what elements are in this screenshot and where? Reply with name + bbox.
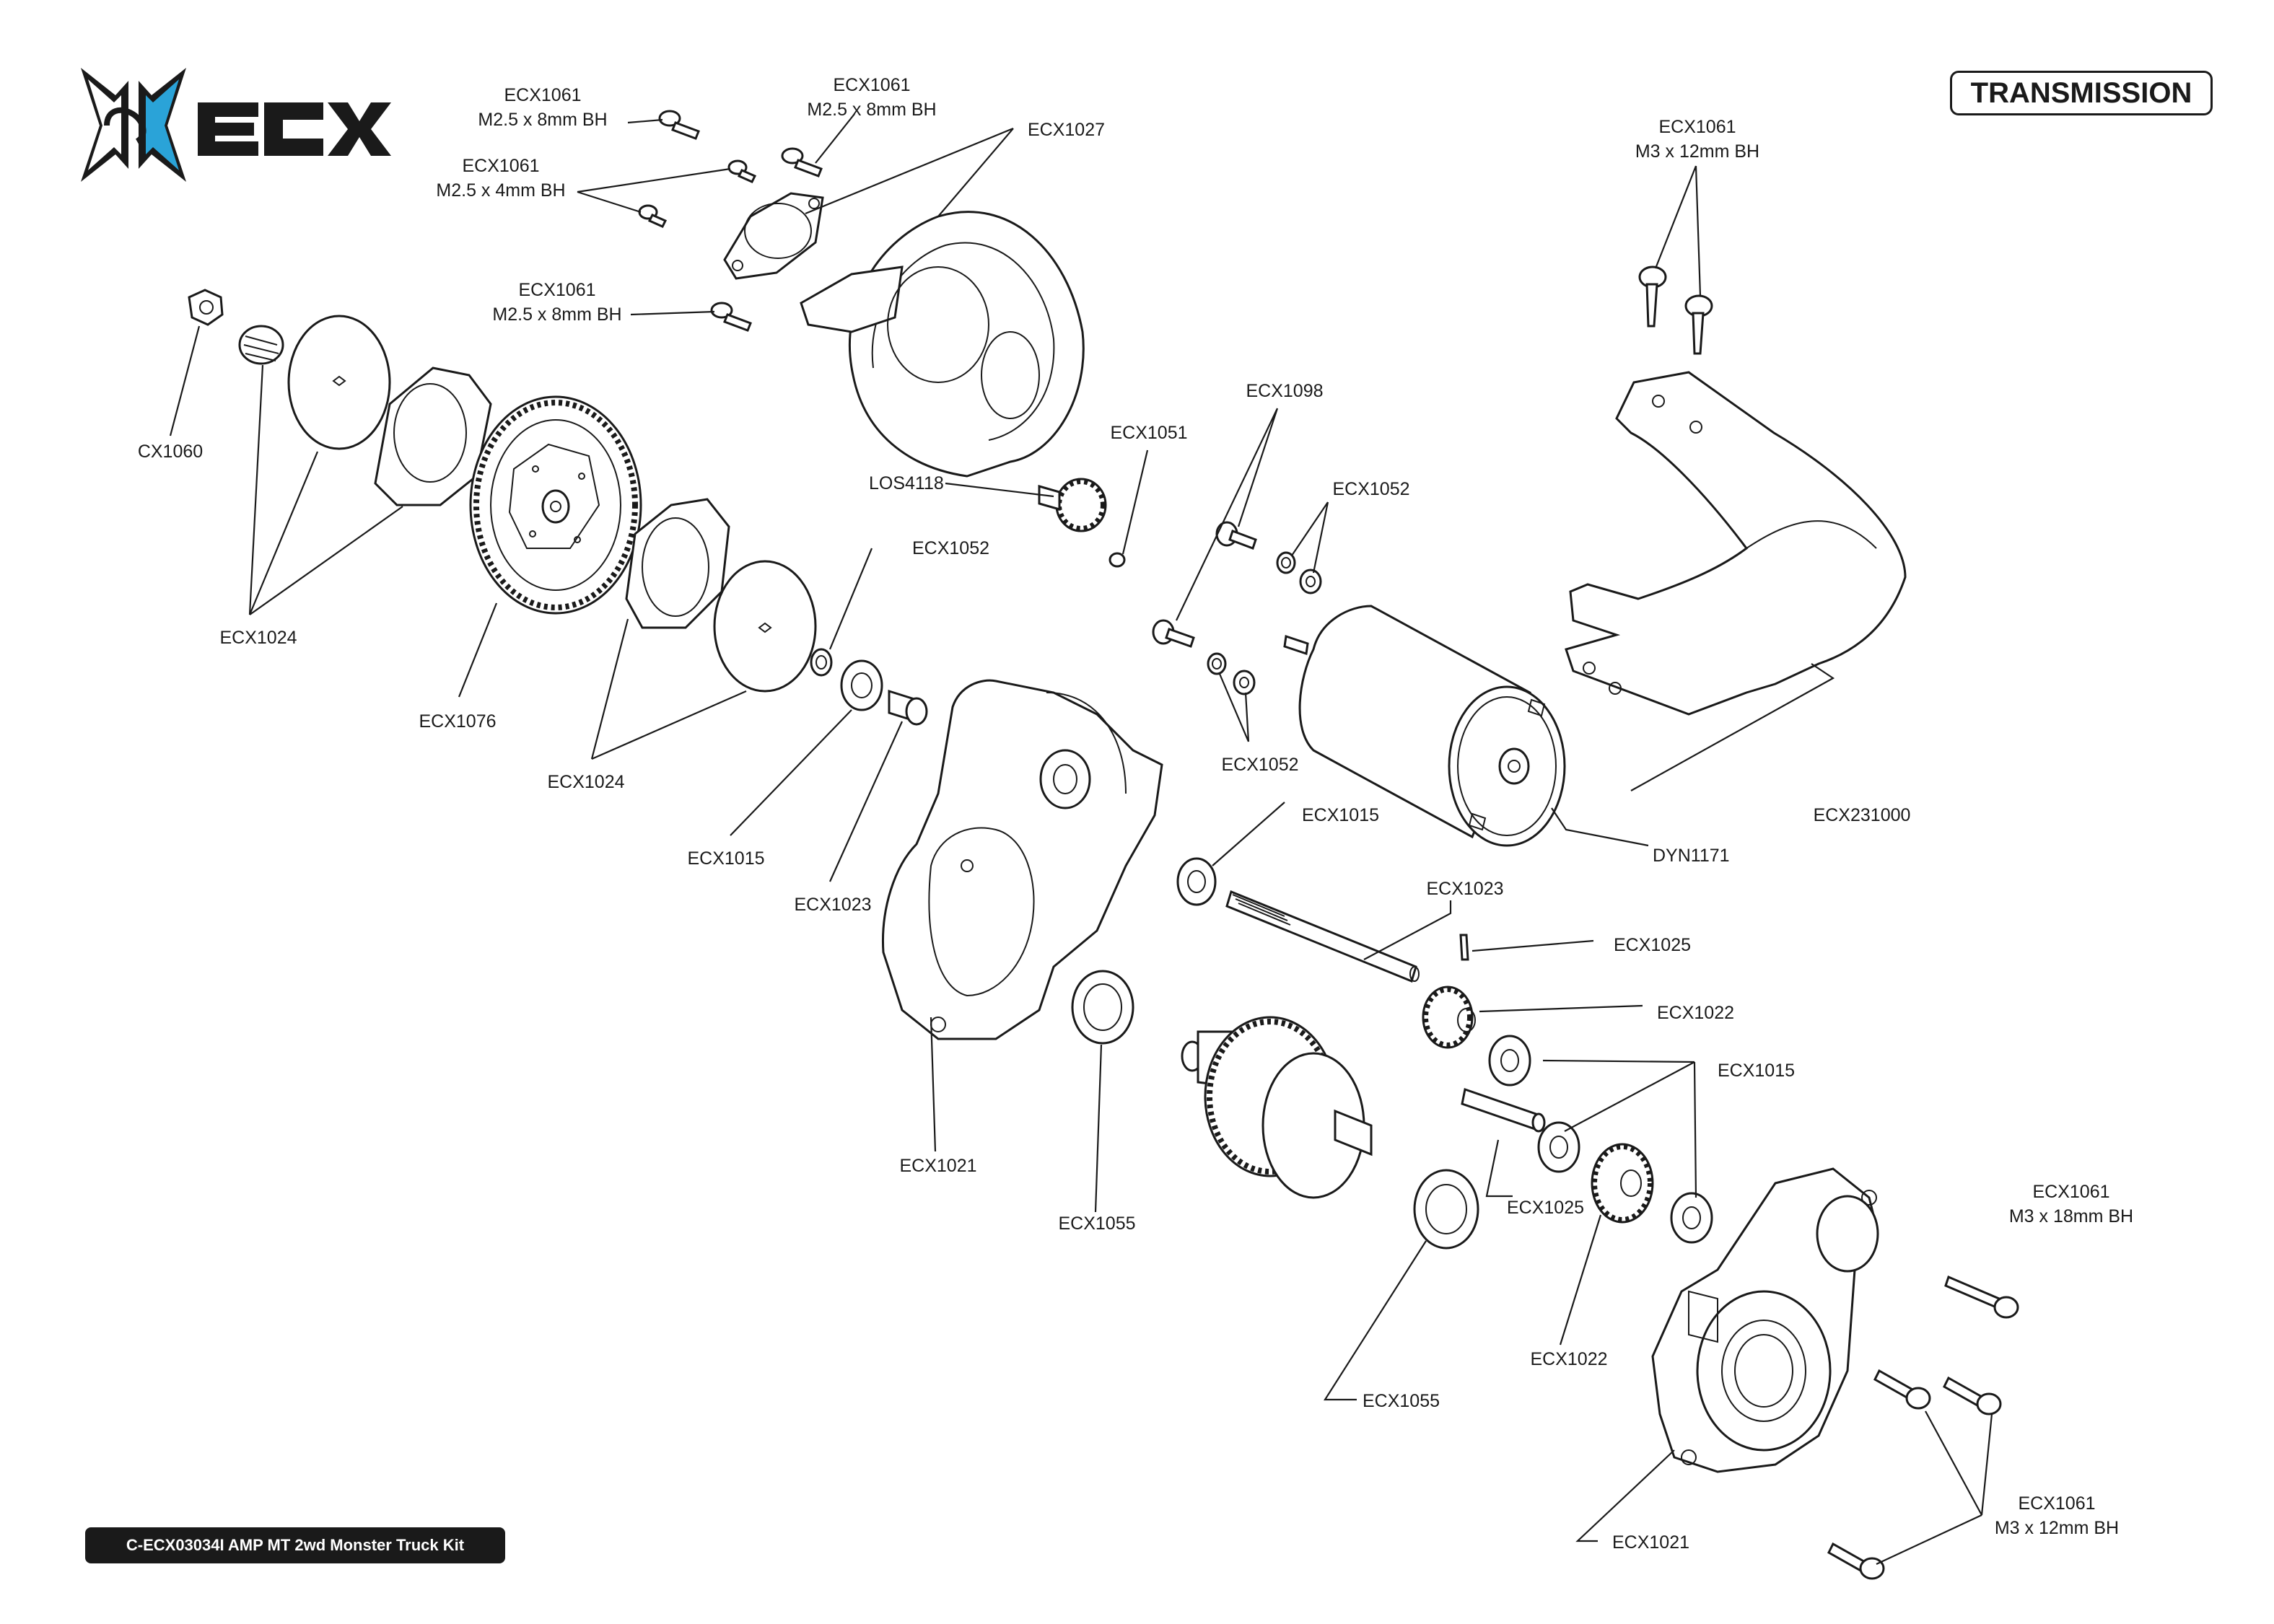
screw-d-drawing <box>710 302 752 332</box>
screw-e-left-drawing <box>1638 265 1667 328</box>
label-bearing-large-left: ECX1055 <box>1058 1213 1135 1234</box>
label-top-shaft: ECX1023 <box>1426 879 1503 899</box>
top-shaft-drawing <box>1225 890 1420 983</box>
ecx-logo <box>81 68 391 182</box>
screw-c-upper-drawing <box>727 159 757 183</box>
bearing-left-drawing <box>840 659 883 711</box>
set-screw-drawing <box>1108 552 1126 568</box>
slipper-plate-right-drawing <box>713 560 817 693</box>
label-slipper-pads-left: ECX1024 <box>219 628 297 648</box>
screw-g-mid-drawing <box>1943 1376 2002 1415</box>
label-screw-c-part: ECX1061 <box>462 156 539 176</box>
pin-bottom-drawing <box>1461 1088 1546 1133</box>
differential-drawing <box>1181 1016 1373 1199</box>
label-screw-f-part: ECX1061 <box>2032 1182 2109 1202</box>
motor-screw-bottom-drawing <box>1152 619 1195 648</box>
large-bearing-left-drawing <box>1071 970 1134 1045</box>
label-screw-b-size: M2.5 x 8mm BH <box>807 100 936 120</box>
label-bearing-mid: ECX1015 <box>1302 805 1379 825</box>
motor-plate-drawing <box>1565 371 1907 716</box>
motor-drawing <box>1283 605 1566 847</box>
label-motor: DYN1171 <box>1653 846 1730 866</box>
label-screw-b-part: ECX1061 <box>833 75 910 95</box>
label-screw-a-part: ECX1061 <box>504 85 581 105</box>
label-screw-e-part: ECX1061 <box>1658 117 1736 137</box>
large-bearing-right-drawing <box>1413 1169 1479 1250</box>
bearing-mid-drawing <box>1176 857 1217 906</box>
label-case-left: ECX1021 <box>899 1156 976 1176</box>
label-washer-bottom: ECX1052 <box>1221 755 1298 775</box>
label-bearing-right: ECX1015 <box>1718 1061 1795 1081</box>
label-case-right: ECX1021 <box>1612 1532 1689 1553</box>
slipper-plate-left-drawing <box>287 315 391 450</box>
screw-b-drawing <box>781 147 823 177</box>
label-set-screw: ECX1051 <box>1110 423 1187 443</box>
label-pin-top: ECX1025 <box>1614 935 1691 955</box>
screw-c-lower-drawing <box>638 204 668 228</box>
label-screw-e-size: M3 x 12mm BH <box>1635 141 1759 162</box>
label-pin-bottom: ECX1025 <box>1507 1198 1584 1218</box>
motor-screw-top-drawing <box>1215 521 1257 550</box>
gear-case-right-drawing <box>1651 1167 1879 1473</box>
spacer-left-drawing <box>888 689 928 726</box>
gear-case-left-drawing <box>881 679 1163 1040</box>
idler-gear-bottom-drawing <box>1591 1143 1654 1224</box>
label-screw-d-part: ECX1061 <box>518 280 595 300</box>
label-washer-left: ECX1052 <box>912 538 989 558</box>
label-slipper-pads-right: ECX1024 <box>547 772 624 792</box>
label-screw-g-part: ECX1061 <box>2018 1493 2095 1514</box>
section-title: TRANSMISSION <box>1950 71 2213 115</box>
screw-g-left-drawing <box>1873 1369 1931 1410</box>
washer-top-drawing <box>1299 569 1322 594</box>
leader-lines <box>169 113 1993 1565</box>
cover-plate-drawing <box>723 192 824 280</box>
bearing-right-lower-drawing <box>1670 1192 1713 1244</box>
label-motor-screw: ECX1098 <box>1246 381 1323 401</box>
lock-washer-top-drawing <box>1276 551 1296 574</box>
label-spacer-left: ECX1023 <box>794 895 871 915</box>
label-idler-gear-top: ECX1022 <box>1657 1003 1734 1023</box>
nut-drawing <box>188 289 224 326</box>
label-idler-gear-bottom: ECX1022 <box>1530 1349 1607 1369</box>
slipper-pad-right-drawing <box>625 498 730 629</box>
gear-cover-drawing <box>800 211 1085 478</box>
pinion-drawing <box>1038 478 1107 532</box>
label-washer-top: ECX1052 <box>1332 479 1409 499</box>
label-bearing-left: ECX1015 <box>687 848 764 869</box>
label-screw-c-size: M2.5 x 4mm BH <box>436 180 565 201</box>
label-cover: ECX1027 <box>1028 120 1105 140</box>
label-screw-f-size: M3 x 18mm BH <box>2009 1206 2133 1226</box>
bearing-right-mid-drawing <box>1537 1121 1580 1173</box>
idler-gear-top-drawing <box>1422 986 1476 1049</box>
spur-gear-drawing <box>469 395 642 615</box>
pin-top-drawing <box>1459 934 1469 961</box>
washer-bottom-drawing <box>1233 670 1256 695</box>
label-pinion: LOS4118 <box>869 473 944 493</box>
screw-g-bottom-drawing <box>1827 1542 1885 1580</box>
lock-washer-bottom-drawing <box>1207 652 1227 675</box>
bearing-right-upper-drawing <box>1488 1035 1531 1087</box>
spring-drawing <box>238 325 284 365</box>
label-bearing-large-right: ECX1055 <box>1363 1391 1440 1411</box>
label-motor-plate: ECX231000 <box>1814 805 1911 825</box>
label-nut: CX1060 <box>138 442 203 462</box>
kit-name-footer: C-ECX03034I AMP MT 2wd Monster Truck Kit <box>85 1527 505 1563</box>
label-screw-d-size: M2.5 x 8mm BH <box>492 304 621 325</box>
screw-e-right-drawing <box>1684 294 1713 355</box>
label-spur-gear: ECX1076 <box>419 711 496 732</box>
screw-a-drawing <box>658 110 700 140</box>
label-screw-a-size: M2.5 x 8mm BH <box>478 110 607 130</box>
part-labels: ECX1061 M2.5 x 8mm BH ECX1061 M2.5 x 8mm… <box>138 75 2133 1553</box>
screw-f-drawing <box>1944 1275 2019 1319</box>
washer-left-drawing <box>810 648 833 677</box>
slipper-pad-left-drawing <box>374 367 492 506</box>
label-screw-g-size: M3 x 12mm BH <box>1995 1518 2119 1538</box>
